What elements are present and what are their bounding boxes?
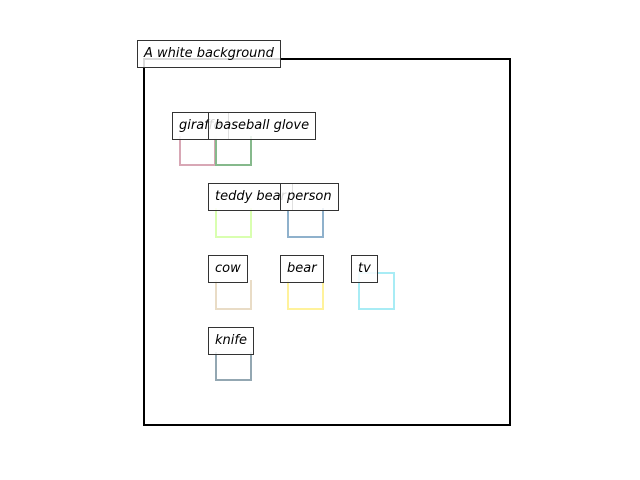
box-baseball-glove <box>215 136 252 166</box>
label-person: person <box>280 183 339 211</box>
box-person <box>287 208 324 238</box>
label-teddy-bear: teddy bear <box>208 183 293 211</box>
scene-title: A white background <box>137 40 281 68</box>
box-knife <box>215 352 252 381</box>
label-tv: tv <box>351 255 378 283</box>
box-cow <box>215 280 252 310</box>
label-knife: knife <box>208 327 254 355</box>
box-teddy-bear <box>215 208 252 238</box>
box-giraffe <box>179 136 216 166</box>
label-bear: bear <box>280 255 324 283</box>
scene-frame <box>143 58 511 426</box>
label-baseball-glove: baseball glove <box>208 112 317 140</box>
label-cow: cow <box>208 255 248 283</box>
box-bear <box>287 280 324 310</box>
